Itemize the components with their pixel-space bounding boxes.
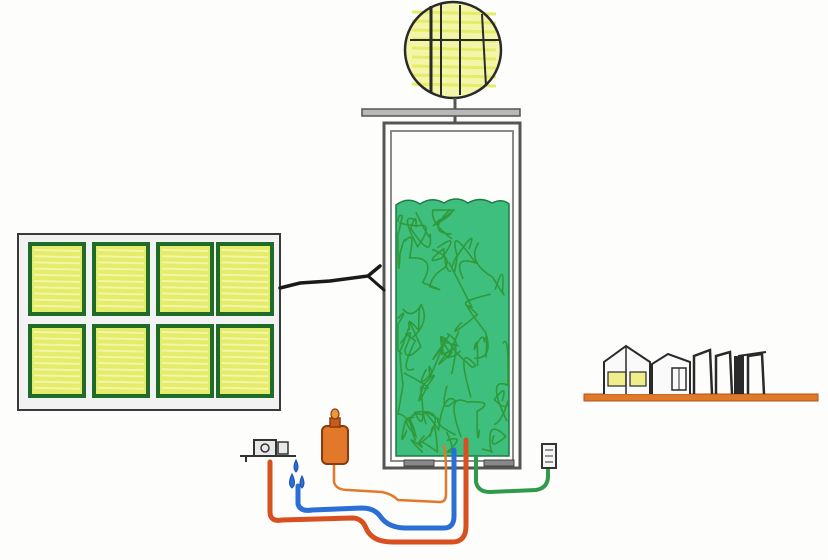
- solar-panel-icon: [17, 233, 281, 411]
- algae-strand: [397, 351, 416, 432]
- water-drop-icon: [289, 458, 305, 489]
- solar-cell: [156, 242, 214, 316]
- algae-strand: [397, 214, 404, 269]
- algae-strand: [402, 304, 423, 332]
- algae-strand: [432, 209, 456, 227]
- algae-strand: [474, 242, 505, 296]
- sun-stripe: [411, 10, 497, 16]
- gas-bottle-icon: [321, 408, 349, 465]
- algae-strand: [432, 334, 461, 361]
- sun-stripe: [411, 73, 497, 79]
- algae-tank-icon: [382, 121, 522, 470]
- green-pipe: [474, 456, 550, 494]
- sun-stripe: [411, 55, 497, 61]
- algae-strand: [413, 388, 437, 445]
- algae-strand: [493, 389, 509, 426]
- sun-window-icon: [403, 0, 503, 100]
- algae-strand: [422, 248, 448, 291]
- algae-strand: [405, 304, 426, 371]
- mount-bar: [361, 98, 521, 124]
- solar-cell: [216, 242, 274, 316]
- pump-icon: [240, 439, 296, 462]
- algae-strand: [399, 217, 428, 249]
- solar-cell: [28, 242, 86, 316]
- solar-cell: [92, 242, 150, 316]
- solar-cell: [156, 324, 214, 398]
- filter-icon: [541, 443, 557, 469]
- house-row-icon: [583, 344, 819, 402]
- sun-stripe: [411, 64, 497, 70]
- algae-strand: [481, 428, 508, 453]
- solar-cell: [216, 324, 274, 398]
- algae-strand: [495, 340, 509, 422]
- algae-strand: [453, 399, 486, 439]
- algae-strand: [397, 312, 410, 353]
- solar-cell: [92, 324, 150, 398]
- algae-strand: [409, 211, 432, 248]
- algae-strand: [400, 321, 422, 357]
- algae-strand: [403, 372, 435, 402]
- gas-pipe: [332, 444, 448, 504]
- algae-strand: [397, 236, 429, 283]
- algae-strand: [431, 209, 453, 240]
- panel-connector: [278, 264, 386, 292]
- hot-pipe: [267, 437, 469, 545]
- algae-strand: [450, 343, 477, 398]
- sun-stripe: [411, 82, 497, 88]
- cold-pipe: [295, 447, 457, 531]
- algae-strand: [454, 237, 478, 280]
- algae-strand: [422, 385, 457, 432]
- algae-strand: [473, 335, 488, 367]
- sun-stripe: [411, 46, 497, 52]
- solar-cell: [28, 324, 86, 398]
